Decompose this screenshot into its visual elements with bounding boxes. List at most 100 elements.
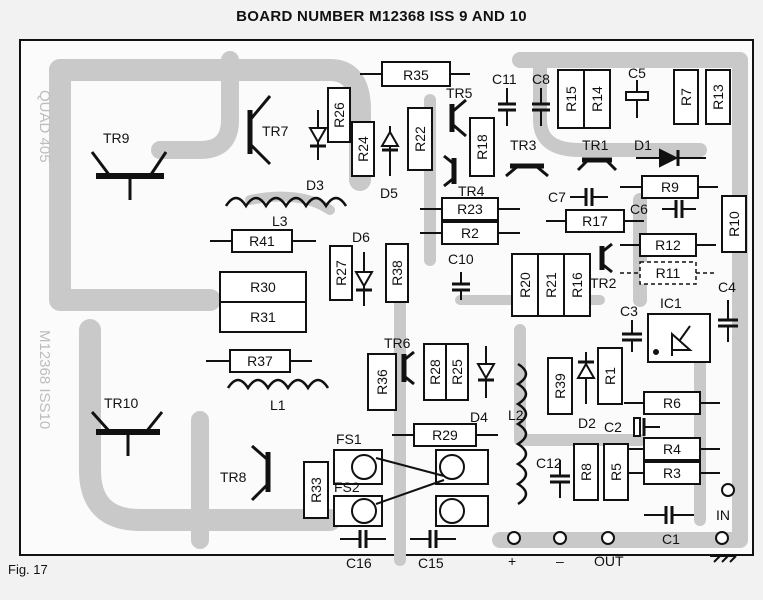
svg-text:+: + [508, 553, 516, 569]
resistor-r3: R3 [624, 461, 720, 485]
transistor-tr10: TR10 [90, 395, 164, 456]
diode-d6: D6 [352, 229, 374, 306]
svg-text:FS1: FS1 [336, 431, 362, 447]
resistor-r20: R20 [511, 253, 539, 317]
terminal-ground [710, 531, 737, 563]
svg-text:TR2: TR2 [590, 275, 617, 291]
resistor-r15: R15 [557, 69, 585, 129]
transistor-tr8: TR8 [220, 444, 271, 502]
resistor-r35: R35 [360, 61, 470, 87]
svg-text:R1: R1 [602, 367, 618, 385]
svg-text:OUT: OUT [594, 553, 624, 569]
resistor-r38: R38 [385, 243, 409, 303]
page-title: BOARD NUMBER M12368 ISS 9 AND 10 [236, 8, 527, 25]
transistor-tr1: TR1 [576, 137, 618, 172]
resistor-r8: R8 [573, 443, 599, 501]
svg-text:R30: R30 [250, 279, 276, 295]
inductor-l3: L3 [224, 196, 348, 229]
resistor-r30: R30 [219, 271, 307, 303]
svg-text:R14: R14 [589, 86, 605, 112]
svg-text:D5: D5 [380, 185, 398, 201]
resistor-r24: R24 [351, 121, 375, 177]
resistor-r5: R5 [603, 443, 629, 501]
capacitor-c5: C5 [625, 65, 649, 118]
capacitor-c4: C4 [718, 279, 738, 342]
svg-text:TR4: TR4 [458, 183, 485, 199]
svg-text:R21: R21 [543, 272, 559, 298]
terminal-out: OUT [594, 531, 624, 569]
resistor-r28: R28 [423, 343, 447, 401]
capacitor-c1: C1 [644, 506, 694, 547]
diode-d2: D2 [576, 352, 596, 431]
resistor-r2: R2 [420, 221, 520, 245]
svg-text:R3: R3 [663, 465, 681, 481]
svg-text:–: – [556, 553, 564, 569]
resistor-r23: R23 [420, 197, 520, 221]
svg-text:R20: R20 [517, 272, 533, 298]
resistor-r17: R17 [546, 209, 644, 233]
capacitor-c7: C7 [548, 188, 608, 206]
resistor-r1: R1 [597, 347, 623, 405]
fuse-fs2: FS2 [333, 479, 489, 527]
fuse-fs1: FS1 [333, 431, 489, 485]
svg-text:R15: R15 [563, 86, 579, 112]
svg-text:R11: R11 [656, 265, 681, 281]
capacitor-c2: C2 [604, 417, 660, 437]
svg-text:R18: R18 [474, 134, 490, 160]
svg-text:R4: R4 [663, 441, 681, 457]
svg-text:FS2: FS2 [334, 479, 360, 495]
svg-text:R2: R2 [461, 225, 479, 241]
svg-text:R7: R7 [678, 88, 694, 106]
svg-text:R8: R8 [578, 463, 594, 481]
resistor-r11: R11 [620, 261, 716, 285]
resistor-r33: R33 [303, 461, 329, 519]
svg-text:R38: R38 [389, 260, 405, 286]
svg-text:R16: R16 [569, 272, 585, 298]
svg-text:D6: D6 [352, 229, 370, 245]
resistor-r25: R25 [445, 343, 469, 401]
terminal-in: IN [716, 483, 735, 523]
svg-text:R13: R13 [710, 84, 726, 110]
capacitor-c6: C6 [630, 200, 696, 218]
svg-text:D3: D3 [306, 177, 324, 193]
resistor-r27: R27 [329, 245, 353, 301]
transistor-tr2: TR2 [590, 242, 617, 291]
svg-text:R28: R28 [427, 359, 443, 385]
svg-text:C2: C2 [604, 419, 622, 435]
svg-text:C15: C15 [418, 555, 444, 571]
svg-text:TR7: TR7 [262, 123, 289, 139]
capacitor-c10: C10 [448, 251, 474, 300]
svg-text:TR3: TR3 [510, 137, 537, 153]
svg-text:C10: C10 [448, 251, 474, 267]
svg-text:C12: C12 [536, 455, 562, 471]
resistor-r9: R9 [620, 175, 718, 199]
resistor-r4: R4 [624, 437, 720, 461]
resistor-r31: R31 [219, 301, 307, 333]
inductor-l2: L2 [508, 362, 528, 506]
resistor-r6: R6 [624, 391, 720, 415]
svg-text:R35: R35 [403, 67, 429, 83]
svg-text:R23: R23 [457, 201, 483, 217]
diode-d4: D4 [470, 346, 496, 425]
svg-text:R9: R9 [661, 179, 679, 195]
diode-d3: D3 [306, 110, 328, 193]
diode-d1: D1 [634, 137, 706, 168]
transistor-tr9: TR9 [90, 130, 168, 200]
svg-text:TR6: TR6 [384, 335, 411, 351]
resistor-r12: R12 [620, 233, 716, 257]
svg-text:C1: C1 [662, 531, 680, 547]
resistor-r36: R36 [367, 353, 397, 411]
diode-d5: D5 [380, 126, 400, 201]
resistor-r21: R21 [537, 253, 565, 317]
terminal-plus: + [507, 531, 521, 569]
svg-text:TR8: TR8 [220, 469, 247, 485]
svg-text:L3: L3 [272, 213, 288, 229]
figure-label: Fig. 17 [8, 562, 48, 577]
svg-text:R22: R22 [412, 126, 428, 152]
svg-text:R36: R36 [374, 369, 390, 395]
capacitor-c12: C12 [536, 455, 570, 498]
capacitor-c8: C8 [532, 71, 550, 126]
svg-text:IN: IN [716, 507, 730, 523]
transistor-tr5: TR5 [446, 85, 473, 138]
